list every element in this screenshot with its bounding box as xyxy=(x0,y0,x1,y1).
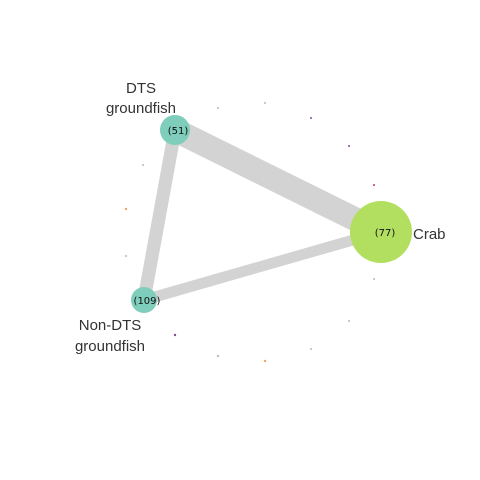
minor-dot xyxy=(142,164,144,166)
node-label-crab: Crab xyxy=(413,226,446,243)
minor-dot xyxy=(125,255,127,257)
count-label-non-dts: (109) xyxy=(134,296,161,307)
count-label-dts: (51) xyxy=(168,126,189,137)
minor-dot xyxy=(310,348,312,350)
minor-dot xyxy=(217,107,219,109)
minor-dot xyxy=(310,117,312,119)
minor-dot xyxy=(263,359,267,363)
minor-dot xyxy=(348,145,350,147)
minor-dot xyxy=(173,333,177,337)
minor-dot xyxy=(373,278,375,280)
count-label-crab: (77) xyxy=(375,228,396,239)
minor-dot xyxy=(124,207,128,211)
minor-dot xyxy=(373,184,375,186)
minor-dots-layer xyxy=(124,102,375,363)
minor-dot xyxy=(264,102,266,104)
node-label-dts-line1: DTS xyxy=(126,80,156,97)
edge-dts-crab xyxy=(169,119,387,243)
node-label-non-dts-line2: groundfish xyxy=(75,338,145,355)
node-label-dts-line2: groundfish xyxy=(106,100,176,117)
node-dts-groundfish xyxy=(160,115,190,145)
node-non-dts-groundfish xyxy=(131,287,157,313)
node-label-non-dts-line1: Non-DTS xyxy=(79,317,142,334)
labels-layer: DTS groundfish Non-DTS groundfish Crab xyxy=(75,80,446,355)
edges-layer xyxy=(137,119,387,306)
minor-dot xyxy=(216,354,220,358)
edge-nondts-crab xyxy=(142,226,383,306)
node-crab xyxy=(350,201,412,263)
minor-dot xyxy=(348,320,350,322)
edge-dts-nondts xyxy=(137,128,182,302)
nodes-layer: (51) (109) (77) xyxy=(131,115,412,313)
